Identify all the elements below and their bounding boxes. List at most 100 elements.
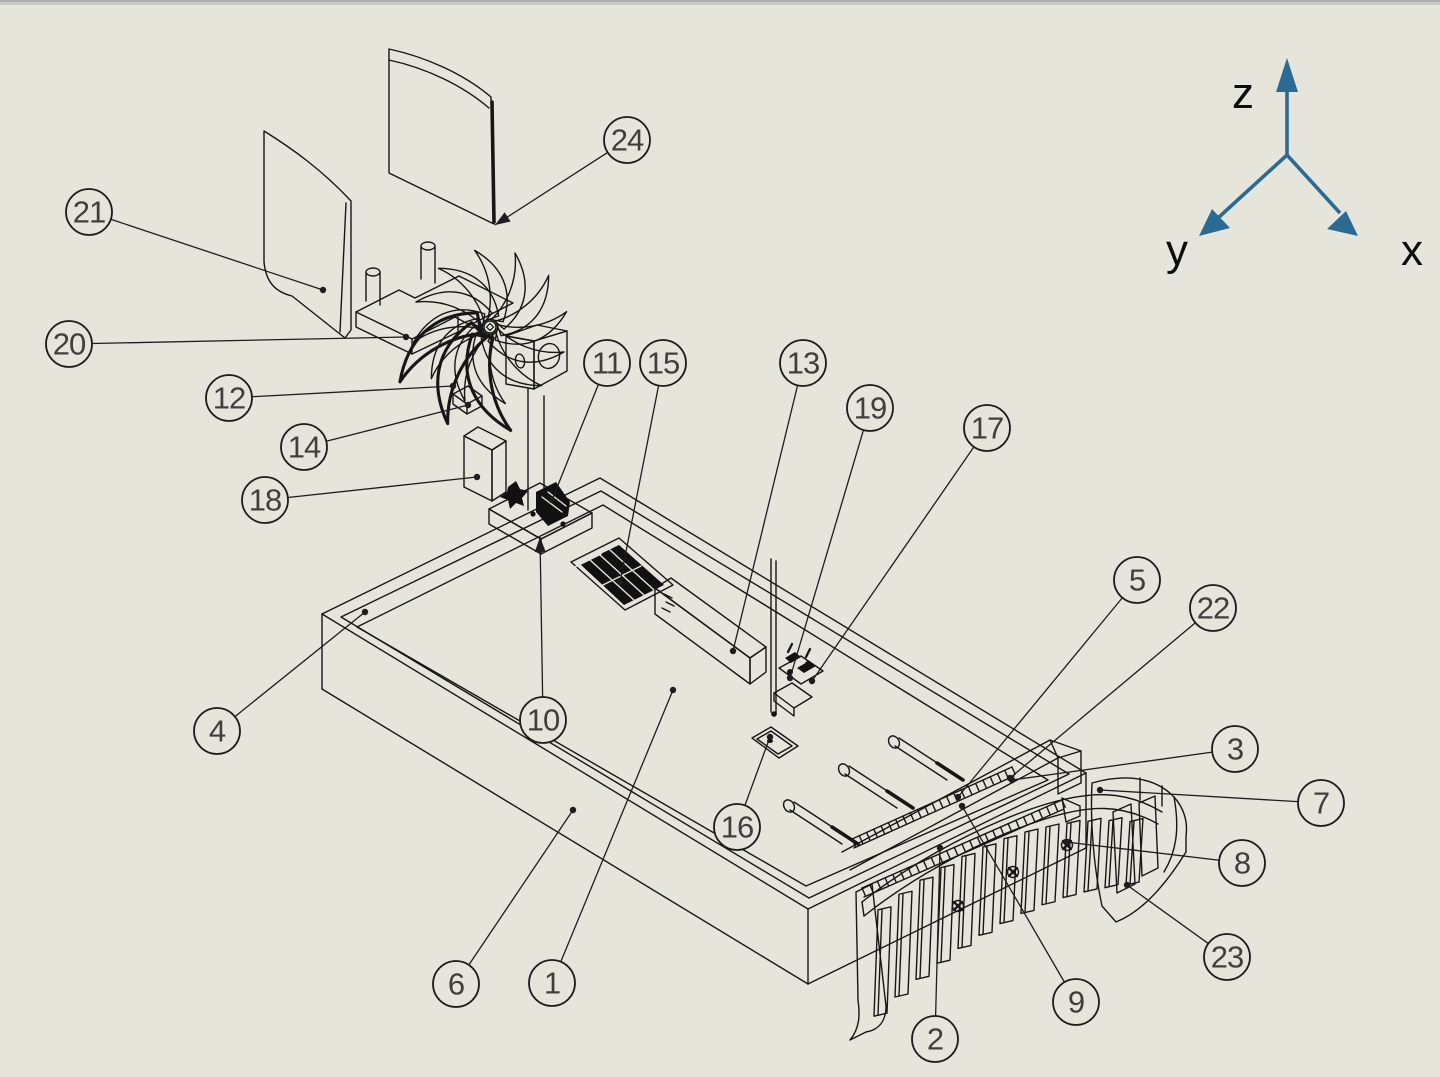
balloon-number: 19 xyxy=(854,391,886,426)
leader-dot xyxy=(569,806,577,814)
balloon-number: 1 xyxy=(544,966,560,1001)
axis-x-label: x xyxy=(1401,226,1423,275)
louver-end-piece[interactable] xyxy=(1090,777,1188,923)
leader-dot xyxy=(669,686,677,694)
leader-line xyxy=(744,736,771,806)
louver-assembly[interactable] xyxy=(849,794,1163,1041)
leader-line xyxy=(494,151,609,226)
motor-assembly[interactable] xyxy=(500,481,570,527)
axis-triad: z y x xyxy=(1166,58,1423,275)
balloon-number: 21 xyxy=(73,195,105,230)
leader-line xyxy=(91,336,407,345)
balloon-number: 8 xyxy=(1234,846,1250,881)
balloon-8[interactable]: 8 xyxy=(1218,839,1266,887)
balloon-number: 9 xyxy=(1068,985,1084,1020)
balloon-17[interactable]: 17 xyxy=(963,404,1011,452)
leader-dot xyxy=(548,496,556,504)
balloon-12[interactable]: 12 xyxy=(205,374,253,422)
balloon-24[interactable]: 24 xyxy=(603,116,651,164)
battery-box[interactable] xyxy=(463,426,507,502)
leader-dot xyxy=(958,802,966,810)
leader-line xyxy=(551,384,600,501)
balloon-number: 5 xyxy=(1129,563,1145,598)
balloon-16[interactable]: 16 xyxy=(713,803,761,851)
balloon-21[interactable]: 21 xyxy=(65,188,113,236)
base-tray[interactable] xyxy=(321,477,1087,985)
axis-z-label: z xyxy=(1232,69,1254,118)
balloon-number: 23 xyxy=(1211,940,1243,975)
balloon-14[interactable]: 14 xyxy=(280,423,328,471)
leader-line xyxy=(811,446,975,682)
balloon-1[interactable]: 1 xyxy=(528,959,576,1007)
balloon-number: 17 xyxy=(971,411,1003,446)
leader-line xyxy=(961,805,1065,983)
balloon-11[interactable]: 11 xyxy=(583,339,631,387)
fastener-bolts[interactable] xyxy=(781,734,965,846)
balloon-23[interactable]: 23 xyxy=(1203,933,1251,981)
balloon-19[interactable]: 19 xyxy=(846,384,894,432)
balloon-10[interactable]: 10 xyxy=(519,696,567,744)
balloon-number: 20 xyxy=(53,327,86,362)
balloon-7[interactable]: 7 xyxy=(1297,779,1345,827)
leader-line xyxy=(110,218,324,291)
axis-y-arrow xyxy=(1199,209,1230,236)
leader-line xyxy=(1126,884,1209,945)
balloon-number: 15 xyxy=(647,346,679,381)
balloon-22[interactable]: 22 xyxy=(1189,584,1237,632)
leader-lines xyxy=(91,151,1299,1017)
leader-dot xyxy=(402,333,410,341)
leader-line xyxy=(560,689,674,962)
leader-dot xyxy=(1123,881,1131,889)
leader-dot xyxy=(616,578,624,586)
balloon-9[interactable]: 9 xyxy=(1052,978,1100,1026)
beam-block[interactable] xyxy=(654,577,767,685)
balloon-6[interactable]: 6 xyxy=(432,960,480,1008)
balloon-number: 7 xyxy=(1313,786,1329,821)
mount-pad[interactable] xyxy=(751,726,799,759)
leader-dot xyxy=(473,473,481,481)
balloon-number: 22 xyxy=(1197,591,1229,626)
leader-line xyxy=(957,597,1123,798)
mount-bracket[interactable] xyxy=(355,241,514,355)
leader-line xyxy=(789,429,865,679)
clamp-rail[interactable] xyxy=(841,739,1082,871)
leader-line xyxy=(251,385,454,398)
balloon-4[interactable]: 4 xyxy=(193,707,241,755)
vane-small[interactable] xyxy=(263,130,352,339)
generator-housing[interactable] xyxy=(505,324,568,390)
vane-large[interactable] xyxy=(388,48,496,225)
axis-x-arrow xyxy=(1327,211,1358,236)
leader-line xyxy=(1099,789,1299,803)
balloon-number: 12 xyxy=(213,381,245,416)
wedge-block[interactable] xyxy=(452,385,483,415)
balloon-number: 4 xyxy=(209,714,226,749)
balloon-15[interactable]: 15 xyxy=(639,339,687,387)
balloon-3[interactable]: 3 xyxy=(1211,725,1259,773)
balloon-number: 24 xyxy=(611,123,644,158)
balloon-20[interactable]: 20 xyxy=(45,320,93,368)
fan-rotor[interactable] xyxy=(389,245,571,437)
balloon-18[interactable]: 18 xyxy=(241,476,289,524)
leader-dot xyxy=(808,677,816,685)
leader-line xyxy=(1065,841,1220,861)
balloon-number: 3 xyxy=(1227,732,1243,767)
solar-panel[interactable] xyxy=(560,537,675,613)
balloon-13[interactable]: 13 xyxy=(779,339,827,387)
axis-z-arrow xyxy=(1276,58,1298,92)
leader-dot xyxy=(786,674,794,682)
balloon-number: 13 xyxy=(787,346,819,381)
balloon-5[interactable]: 5 xyxy=(1113,556,1161,604)
balloon-number: 6 xyxy=(448,967,464,1002)
window-edge-strip xyxy=(0,0,1440,5)
leader-line xyxy=(287,476,478,499)
balloon-2[interactable]: 2 xyxy=(911,1015,959,1063)
rod-clamp[interactable] xyxy=(773,642,824,717)
leader-line xyxy=(934,847,941,1017)
leader-line xyxy=(234,611,366,718)
leader-dot xyxy=(766,733,774,741)
leader-line xyxy=(468,809,574,966)
support-rod[interactable] xyxy=(770,558,777,717)
leader-line xyxy=(1009,622,1196,779)
